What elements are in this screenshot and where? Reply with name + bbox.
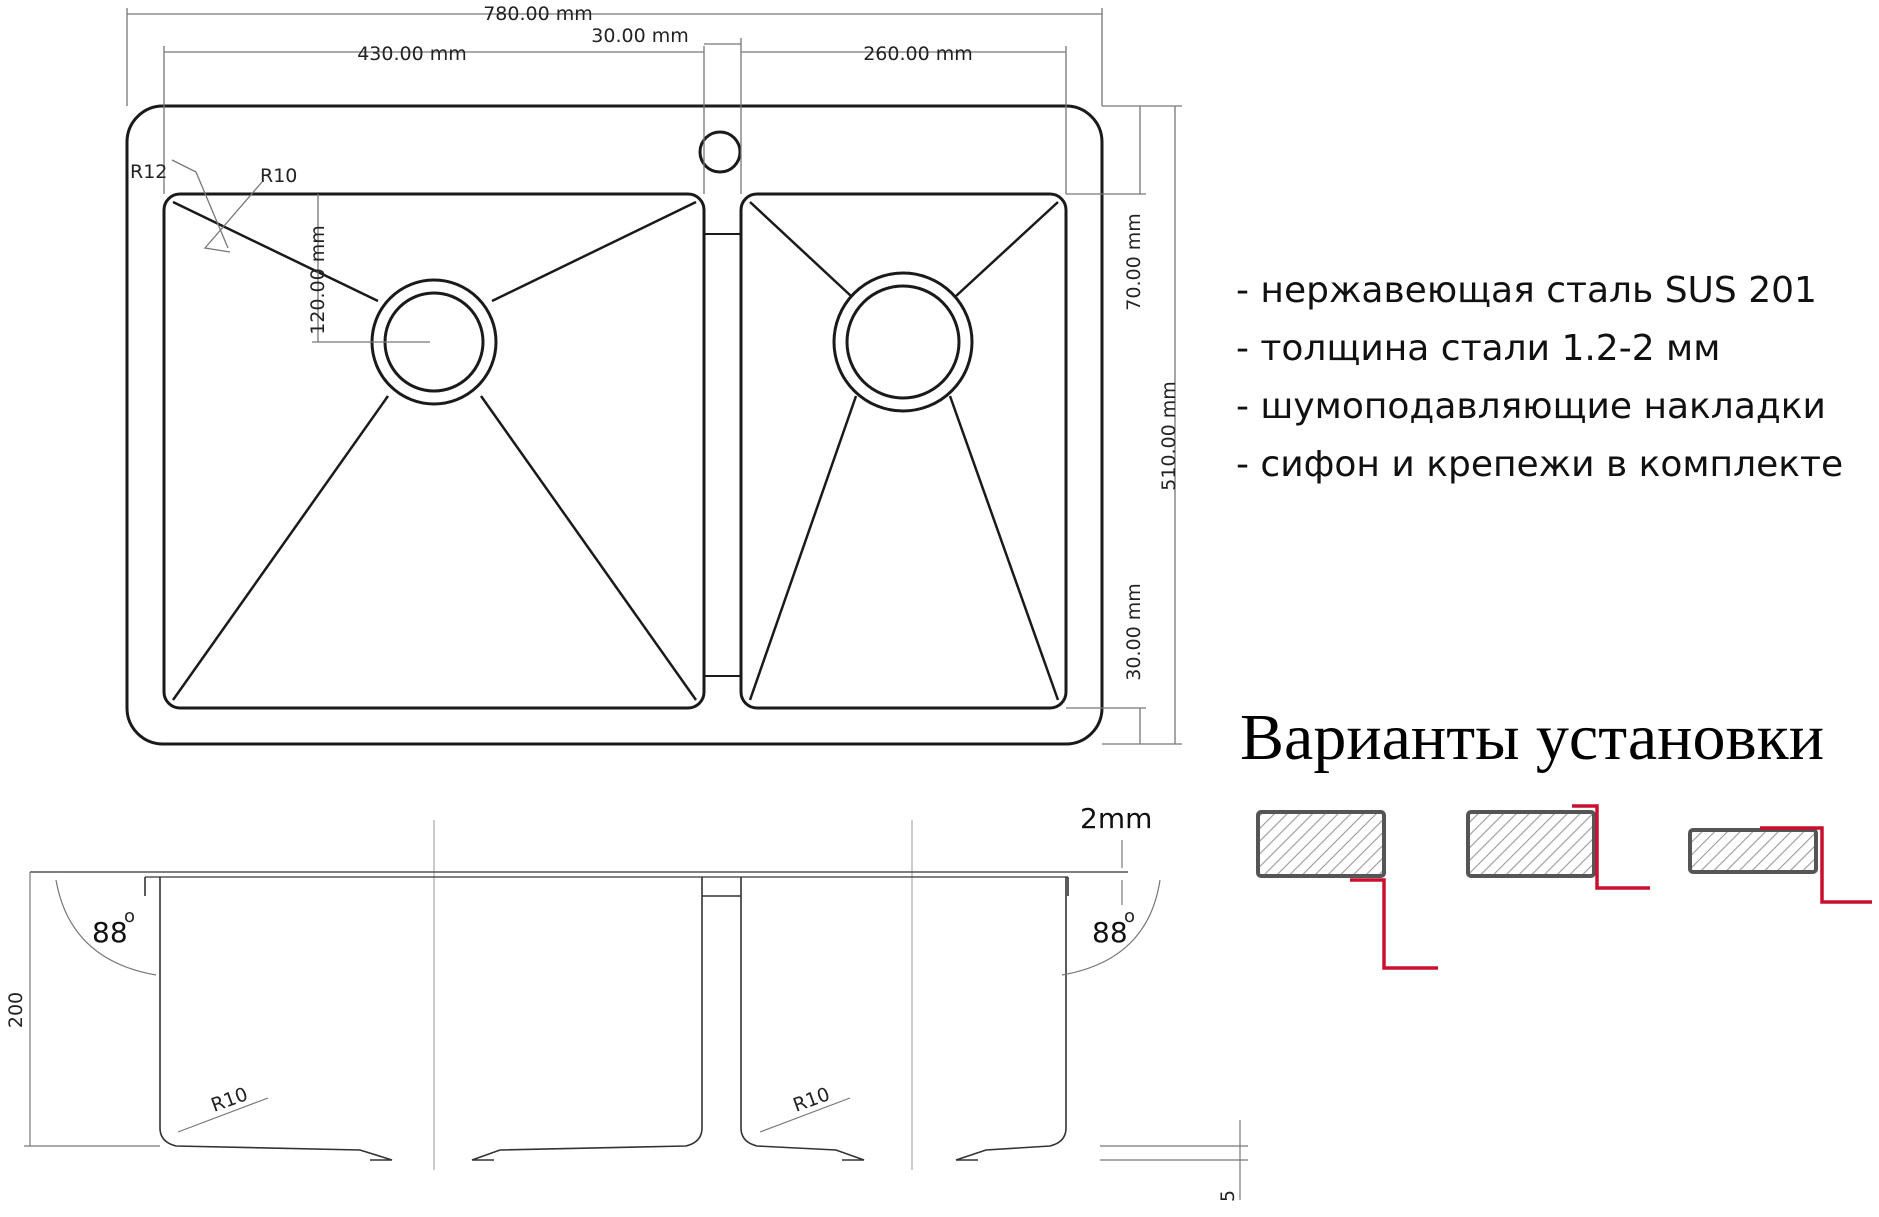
left-bowl-slopes <box>171 200 698 701</box>
radius-left-label: R10 <box>208 1083 251 1116</box>
dim-height: 200 <box>5 992 27 1028</box>
dim-total-width: 780.00 mm <box>483 3 593 25</box>
installation-title: Варианты установки <box>1240 701 1825 774</box>
right-bowl-slopes <box>748 201 1060 701</box>
install-option-undermount <box>1688 826 1872 904</box>
feature-material: - нержавеющая сталь SUS 201 <box>1236 270 1817 311</box>
angle-right: 88 <box>1092 916 1128 949</box>
dim-divider: 30.00 mm <box>591 25 688 47</box>
feature-noise-pads: - шумоподавляющие накладки <box>1236 386 1826 427</box>
dim-bottom: 5 <box>1217 1190 1239 1202</box>
dim-left-bowl: 430.00 mm <box>357 43 467 65</box>
degree-left: o <box>124 906 135 927</box>
dim-thickness: 2mm <box>1080 802 1152 835</box>
radius-inner-label: R10 <box>260 165 297 187</box>
section-view <box>30 820 1128 1170</box>
angle-left: 88 <box>92 916 128 949</box>
install-option-overmount <box>1466 804 1650 890</box>
feature-thickness: - толщина стали 1.2-2 мм <box>1236 328 1721 369</box>
feature-kit: - сифон и крепежи в комплекте <box>1236 444 1844 485</box>
dim-drain-offset: 120.00 mm <box>307 225 329 335</box>
right-bowl <box>739 192 1068 710</box>
section-dimensions <box>24 840 1248 1200</box>
top-view <box>125 104 1104 746</box>
left-bowl <box>162 192 706 710</box>
right-drain <box>832 271 974 413</box>
install-option-flush <box>1256 810 1438 970</box>
dim-back-rim: 70.00 mm <box>1123 213 1145 310</box>
top-dimensions <box>126 8 1182 745</box>
dim-front-rim: 30.00 mm <box>1123 583 1145 680</box>
sink-outline <box>125 104 1104 746</box>
dim-total-depth: 510.00 mm <box>1158 381 1180 491</box>
feature-list: - нержавеющая сталь SUS 201 - толщина ст… <box>1236 262 1843 494</box>
dim-right-bowl: 260.00 mm <box>863 43 973 65</box>
radius-right-label: R10 <box>790 1083 833 1116</box>
radius-outer-label: R12 <box>130 161 167 183</box>
degree-right: o <box>1124 906 1135 927</box>
tap-hole <box>698 130 742 174</box>
